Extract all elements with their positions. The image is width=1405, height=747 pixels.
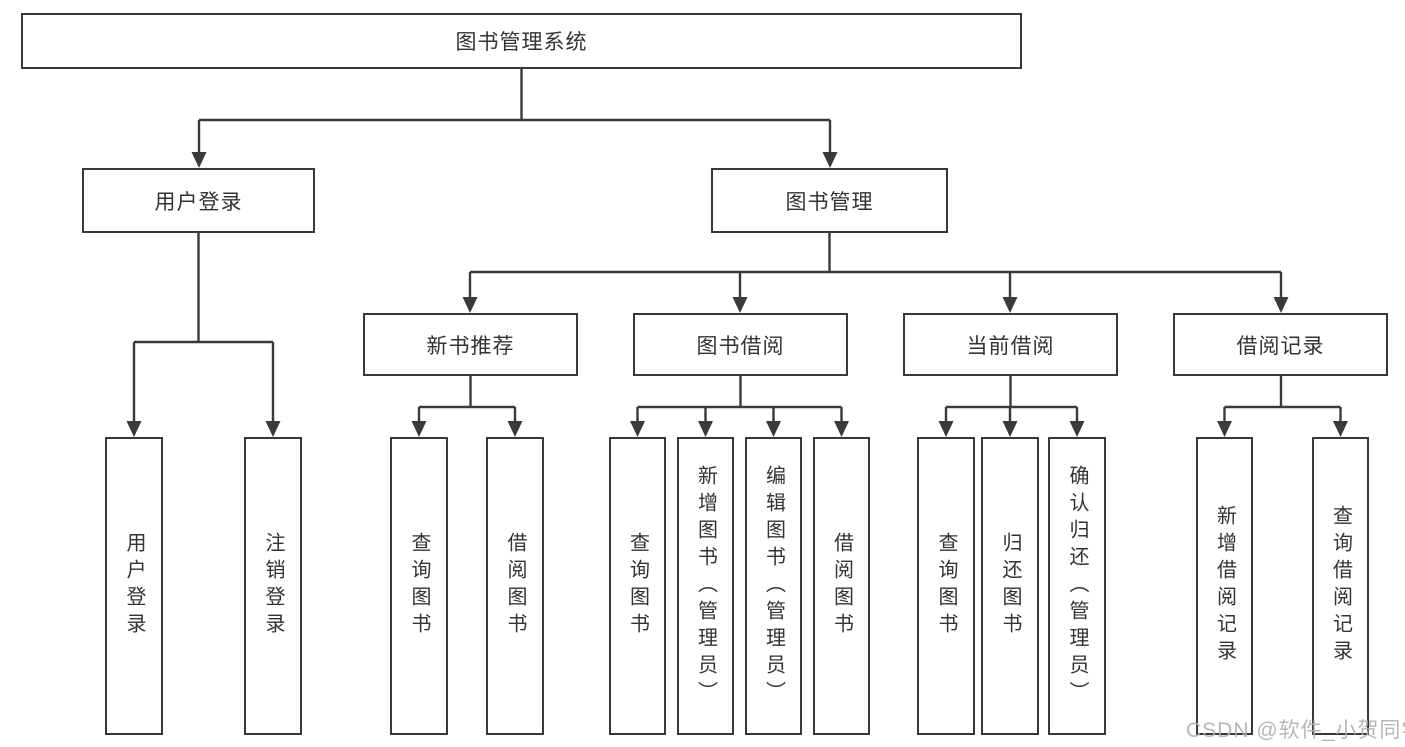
leaf-query-books-borrow: 查询图书 [609, 437, 666, 735]
leaf-borrow-books-recommend: 借阅图书 [486, 437, 544, 735]
node-label: 新书推荐 [426, 334, 515, 358]
leaf-user-login: 用户登录 [105, 437, 163, 735]
leaf-confirm-return-admin: 确认归还（管理员） [1048, 437, 1106, 735]
node-label: 确认归还（管理员） [1066, 464, 1088, 708]
csdn-watermark: CSDN @软件_小贺同学 [1186, 719, 1405, 742]
connector-root-to-level2 [191, 69, 838, 168]
node-library-management-system: 图书管理系统 [21, 13, 1022, 69]
leaf-add-borrow-record: 新增借阅记录 [1196, 437, 1253, 735]
leaf-edit-book-admin: 编辑图书（管理员） [745, 437, 802, 735]
node-borrowing-records: 借阅记录 [1173, 313, 1388, 376]
leaf-query-books-recommend: 查询图书 [390, 437, 448, 735]
node-label: 查询图书 [408, 532, 430, 640]
node-label: 查询图书 [935, 532, 957, 640]
leaf-borrow-books: 借阅图书 [813, 437, 870, 735]
node-label: 注销登录 [262, 532, 284, 640]
node-label: 新增借阅记录 [1213, 505, 1236, 667]
connector-new-book-to-children [411, 376, 523, 437]
node-label: 图书管理系统 [455, 31, 588, 54]
connector-borrow-record-to-children [1217, 376, 1348, 437]
node-label: 借阅记录 [1236, 334, 1325, 358]
connector-user-login-to-children [126, 233, 281, 437]
node-label: 查询图书 [626, 532, 649, 640]
connector-book-borrow-to-children [630, 376, 849, 437]
node-new-book-recommendation: 新书推荐 [363, 313, 578, 376]
node-book-management: 图书管理 [711, 168, 948, 233]
node-label: 查询借阅记录 [1329, 505, 1352, 667]
connector-book-management-to-level3 [462, 233, 1289, 313]
leaf-return-books: 归还图书 [981, 437, 1039, 735]
node-label: 用户登录 [123, 532, 145, 640]
node-label: 借阅图书 [830, 532, 853, 640]
node-label: 用户登录 [154, 190, 243, 214]
node-label: 图书管理 [785, 190, 874, 214]
node-label: 编辑图书（管理员） [762, 464, 785, 708]
leaf-query-books-current: 查询图书 [917, 437, 975, 735]
leaf-logout: 注销登录 [244, 437, 302, 735]
node-label: 新增图书（管理员） [694, 464, 717, 708]
connector-current-borrow-to-children [938, 376, 1085, 437]
node-user-login: 用户登录 [82, 168, 315, 233]
node-current-borrowing: 当前借阅 [903, 313, 1118, 376]
leaf-add-book-admin: 新增图书（管理员） [677, 437, 734, 735]
node-label: 当前借阅 [966, 334, 1055, 358]
node-label: 图书借阅 [696, 334, 785, 358]
node-label: 借阅图书 [504, 532, 526, 640]
node-book-borrowing: 图书借阅 [633, 313, 848, 376]
node-label: 归还图书 [999, 532, 1021, 640]
leaf-query-borrow-record: 查询借阅记录 [1312, 437, 1369, 735]
